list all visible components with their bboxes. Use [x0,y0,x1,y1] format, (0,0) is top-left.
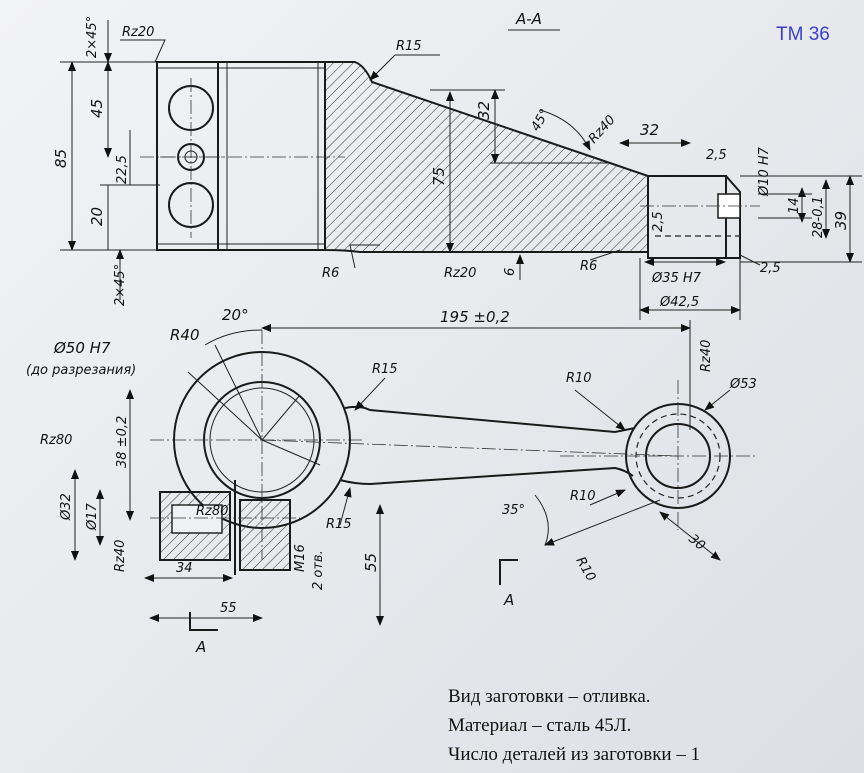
dim-label: 20° [222,306,249,324]
dim-label: 14 [787,197,802,214]
dim-label: R10 [570,489,596,504]
dim-label: Rz80 [40,433,72,448]
dim-label: Rz40 [699,340,714,372]
dim-label: R15 [396,39,422,54]
dim-label: Ø32 [59,493,74,521]
dim-label: 55 [362,553,380,572]
note-blank-type: Вид заготовки – отливка. [448,686,651,707]
dim-label: 55 [220,601,237,616]
dim-label: 195 ±0,2 [440,308,510,326]
dim-label: 2,5 [706,148,727,163]
dim-label: R15 [326,517,352,532]
dim-label: 6 [503,268,518,276]
dim-label: Rz20 [444,266,476,281]
dim-label: R10 [573,555,599,585]
dim-label: R15 [372,362,398,377]
dim-label: Rz40 [113,540,128,572]
dim-label: 35° [502,503,525,518]
dim-label: Rz20 [122,25,154,40]
dim-label: 22,5 [115,155,130,184]
dim-label: Rz80 [196,504,228,519]
rod-beam-upper [344,405,636,434]
dim-label: 2 отв. [311,550,326,590]
dim-label: R10 [566,371,592,386]
dim-label: R6 [580,259,597,274]
dim-label: 34 [176,561,193,576]
dim-label: R6 [322,266,339,281]
head-block [156,61,326,251]
dim-label: (до разрезания) [26,363,136,378]
sheet-code: ТМ 36 [776,24,830,45]
dim-label: 2,5 [651,211,666,232]
dim-label: 38 ±0,2 [115,416,130,468]
dim-label: 32 [640,121,659,139]
rod-beam-lower [339,466,634,486]
dim-label: 39 [832,211,850,230]
dim-label: 28-0,1 [811,196,826,238]
dim-label: Rz40 [586,113,619,147]
note-material: Материал – сталь 45Л. [448,715,632,736]
dim-label: 32 [475,101,493,120]
dim-label: 2×45° [113,264,128,306]
front-view [71,320,755,631]
section-a-a-view [60,20,862,320]
dim-label: R40 [170,326,200,344]
section-cut-label: А [195,638,206,656]
dim-label: 2×45° [85,16,100,58]
dim-label: Ø42,5 [659,295,699,310]
dim-label: Ø35 H7 [651,271,702,286]
section-title: А-А [515,10,542,28]
note-parts-count: Число деталей из заготовки – 1 [448,744,701,765]
dim-label: 20 [88,207,106,226]
dim-label: Ø10 H7 [757,146,772,197]
dim-label: M16 [293,544,308,572]
clamp-right-hatched [239,499,291,571]
dim-label: Ø17 [85,502,100,531]
dim-label: 85 [52,149,70,168]
dim-label: 45° [528,107,553,134]
dim-label: Ø53 [729,377,757,392]
dim-label: Ø50 H7 [53,339,111,357]
dim-label: 2,5 [760,261,781,276]
dim-label: 75 [430,167,448,186]
section-cut-label: А [503,591,514,609]
dim-label: 45 [88,99,106,118]
